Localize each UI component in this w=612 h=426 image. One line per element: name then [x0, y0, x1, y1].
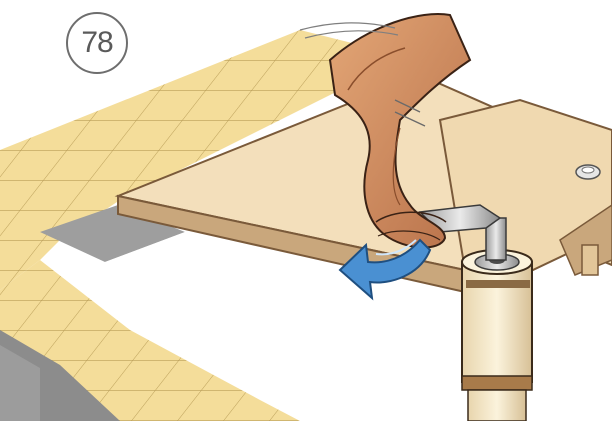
roller-post — [462, 250, 532, 421]
step-number-badge: 78 — [66, 12, 128, 74]
step-number: 78 — [81, 26, 112, 60]
